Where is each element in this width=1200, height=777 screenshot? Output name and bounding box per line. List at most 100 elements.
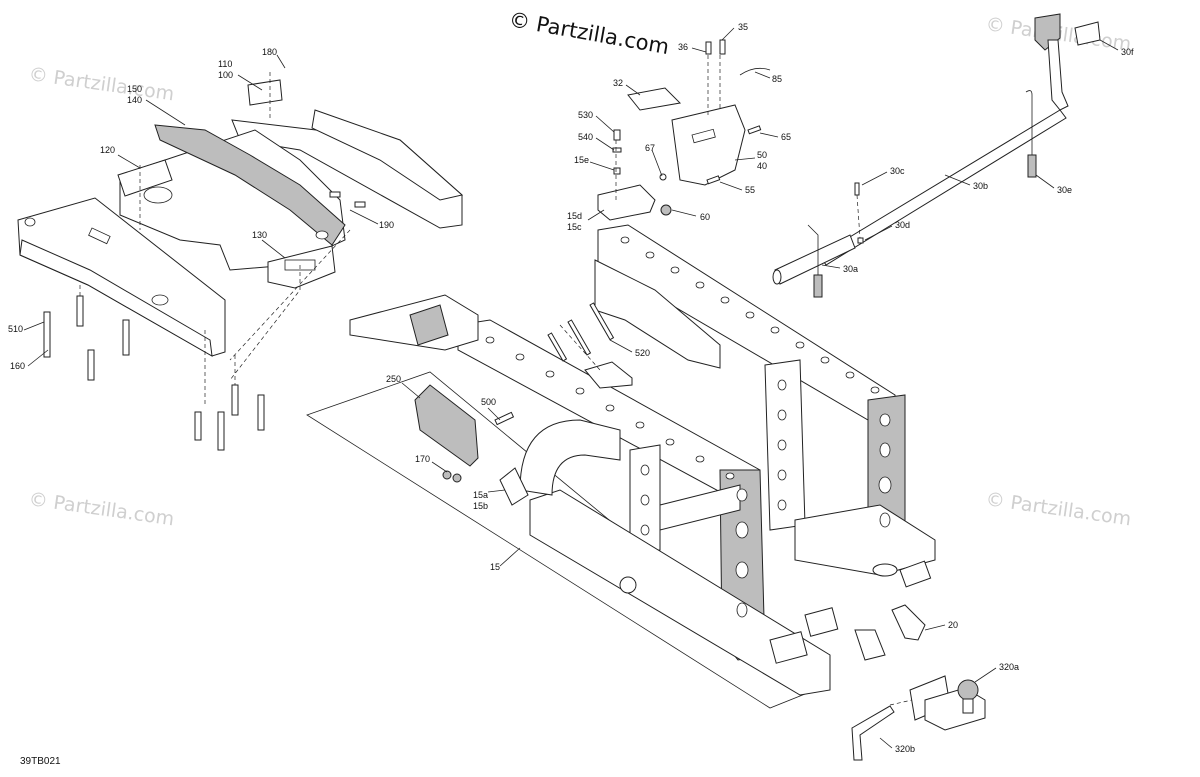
perf-hole [777, 439, 787, 451]
bracket-120 [117, 159, 173, 197]
perf-hole [878, 476, 892, 494]
nut-30d [857, 237, 864, 244]
perf-hole [879, 413, 891, 427]
callout-190: 190 [379, 220, 394, 230]
perf-hole [720, 296, 730, 304]
leader [431, 461, 448, 473]
leader [595, 115, 615, 133]
bolt [43, 311, 51, 358]
bracket-15a [499, 467, 529, 506]
leader [944, 174, 971, 186]
bolt [87, 349, 95, 381]
perf-hole [879, 512, 891, 528]
perf-hole [640, 494, 650, 506]
leader [1099, 39, 1119, 51]
rail-end [804, 607, 839, 637]
bolt-530 [613, 129, 621, 141]
perf-hole [575, 387, 585, 395]
callout-120: 120 [100, 145, 115, 155]
perf-hole [736, 488, 748, 502]
callout-500: 500 [481, 397, 496, 407]
bracket-small [584, 361, 633, 389]
center-small-parts [414, 302, 633, 506]
callout-30c: 30c [890, 166, 905, 176]
shaft-assembly-30 [772, 13, 1101, 298]
bolt-190 [354, 201, 366, 208]
perf-hole [640, 524, 650, 536]
bolt-65 [747, 125, 762, 135]
callout-15: 15 [490, 562, 500, 572]
leader [719, 181, 743, 191]
subframe-brace-150 [154, 124, 346, 246]
callout-15c: 15c [567, 222, 582, 232]
perf-hole [645, 251, 655, 259]
leader [924, 624, 946, 631]
frame-lower-rail [529, 489, 831, 696]
bracket-50-slot [691, 128, 716, 144]
bolt [589, 302, 615, 341]
leader [609, 339, 633, 353]
perf-hole [605, 404, 615, 412]
perf-hole [735, 561, 749, 579]
leader [237, 74, 263, 91]
washer-540 [612, 147, 622, 153]
callout-20: 20 [948, 620, 958, 630]
leader [261, 239, 286, 259]
callout-510: 510 [8, 324, 23, 334]
leader [625, 84, 641, 96]
leader [23, 321, 45, 331]
perf-hole [820, 356, 830, 364]
perf-hole [640, 464, 650, 476]
callout-170: 170 [415, 454, 430, 464]
bolt [547, 332, 568, 362]
subframe-hole [143, 186, 173, 204]
spring-30a [813, 274, 823, 298]
frame-loop [519, 419, 621, 496]
clip-85 [739, 67, 771, 76]
bracket-110 [247, 79, 283, 106]
callout-leaders [23, 27, 1119, 749]
hook-30a [807, 224, 819, 275]
leader [587, 209, 605, 221]
callout-130: 130 [252, 230, 267, 240]
nut-170 [442, 470, 452, 480]
callout-40: 40 [757, 161, 767, 171]
callout-110: 110 [218, 59, 232, 69]
upper-left-subframe [17, 72, 464, 451]
bolt-36 [705, 41, 712, 55]
frame-top-bracket-ear [409, 304, 449, 346]
callout-520: 520 [635, 348, 650, 358]
subframe-hole [151, 294, 169, 306]
perforations-left-beam [485, 336, 735, 480]
leader [276, 54, 286, 69]
perf-hole [620, 236, 630, 244]
shaft-end-cap [772, 269, 782, 285]
callout-30b: 30b [973, 181, 988, 191]
nut-15e [613, 167, 621, 175]
leader [145, 99, 186, 126]
leader [349, 209, 379, 225]
perf-hole [545, 370, 555, 378]
perf-hole [795, 341, 805, 349]
leader [671, 209, 697, 217]
callout-30d: 30d [895, 220, 910, 230]
leader [974, 667, 997, 683]
leader [721, 27, 735, 41]
bolt-30c [854, 182, 860, 196]
bolt-set-520 [547, 302, 615, 362]
callout-labels: 180 110 100 150 140 120 190 130 510 160 … [8, 22, 1134, 754]
bolt-set-below [43, 295, 265, 451]
leader [879, 737, 893, 749]
perf-hole [770, 326, 780, 334]
callout-530: 530 [578, 110, 593, 120]
leader [595, 137, 615, 151]
leader [864, 225, 893, 241]
watermark-bottom-right: © Partzilla.com [984, 488, 1132, 530]
perf-hole [670, 266, 680, 274]
leader [1035, 174, 1055, 189]
callout-15a: 15a [473, 490, 488, 500]
perf-hole [695, 455, 705, 463]
hitch-pin-320b [851, 705, 895, 761]
leader [117, 154, 141, 169]
subframe-hole [315, 230, 329, 240]
